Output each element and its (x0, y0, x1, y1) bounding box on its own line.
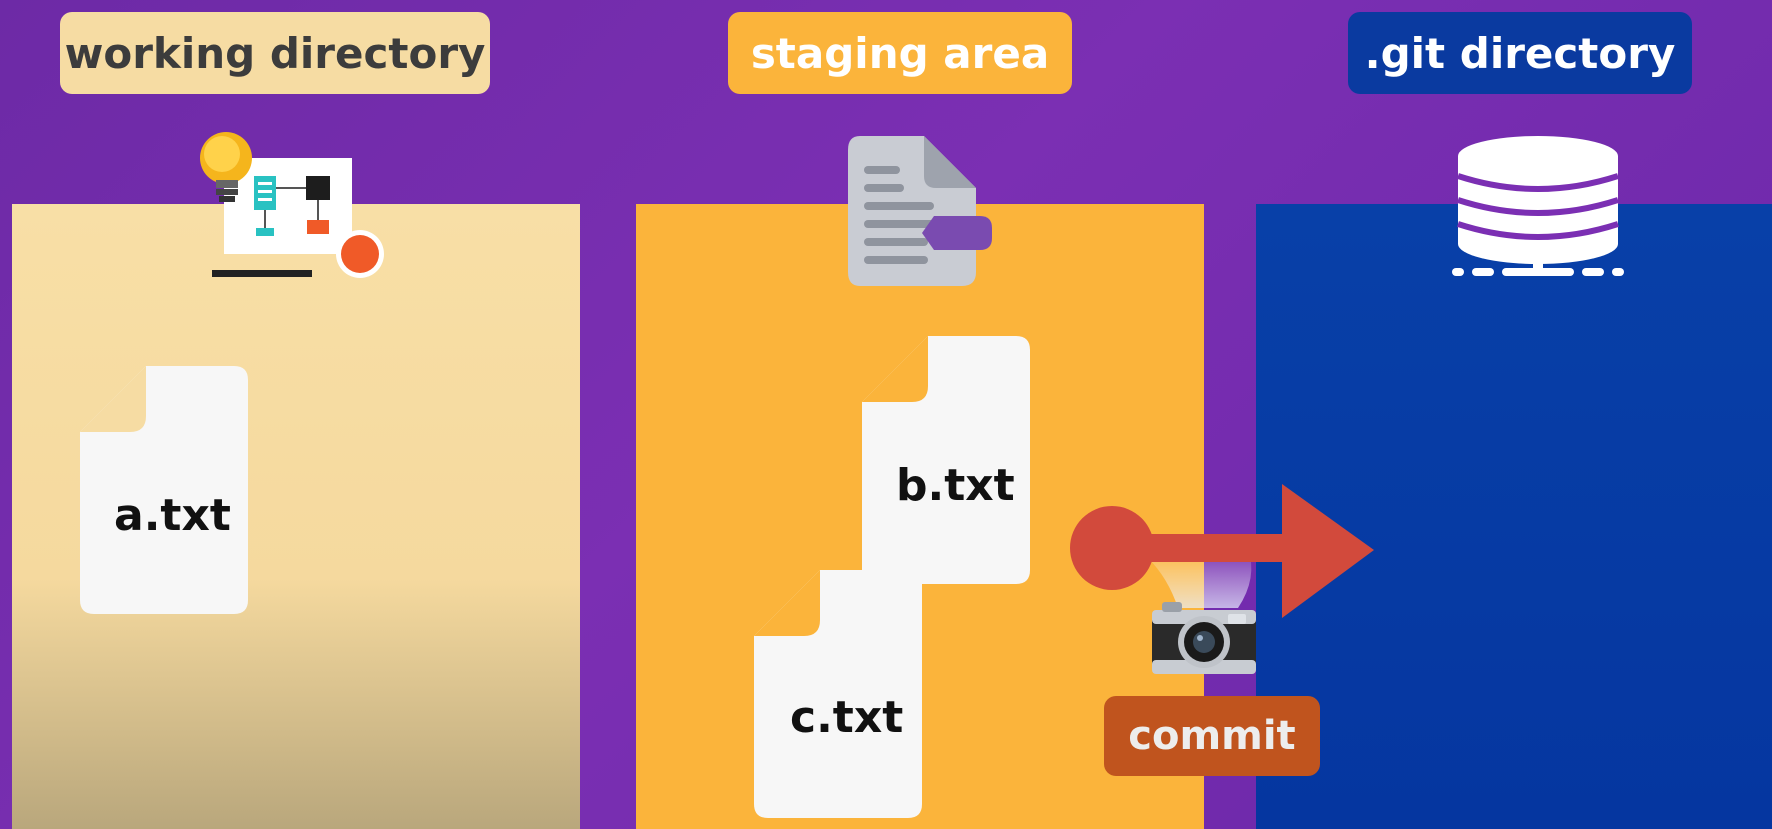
working-directory-label: working directory (60, 12, 490, 94)
file-a-label: a.txt (114, 490, 231, 541)
file-c-label: c.txt (790, 692, 904, 743)
file-b-icon (862, 336, 1030, 584)
git-directory-panel (1256, 204, 1772, 829)
camera-icon (1152, 602, 1256, 674)
file-c-icon (754, 570, 922, 818)
commit-label: commit (1104, 696, 1320, 776)
database-icon (1452, 136, 1624, 276)
file-b-label: b.txt (896, 460, 1015, 511)
arrow-right-icon (1070, 484, 1374, 618)
document-icon (848, 136, 992, 286)
staging-area-label: staging area (728, 12, 1072, 94)
git-directory-label: .git directory (1348, 12, 1692, 94)
file-a-icon (80, 366, 248, 614)
whiteboard-lightbulb-icon (200, 132, 384, 278)
